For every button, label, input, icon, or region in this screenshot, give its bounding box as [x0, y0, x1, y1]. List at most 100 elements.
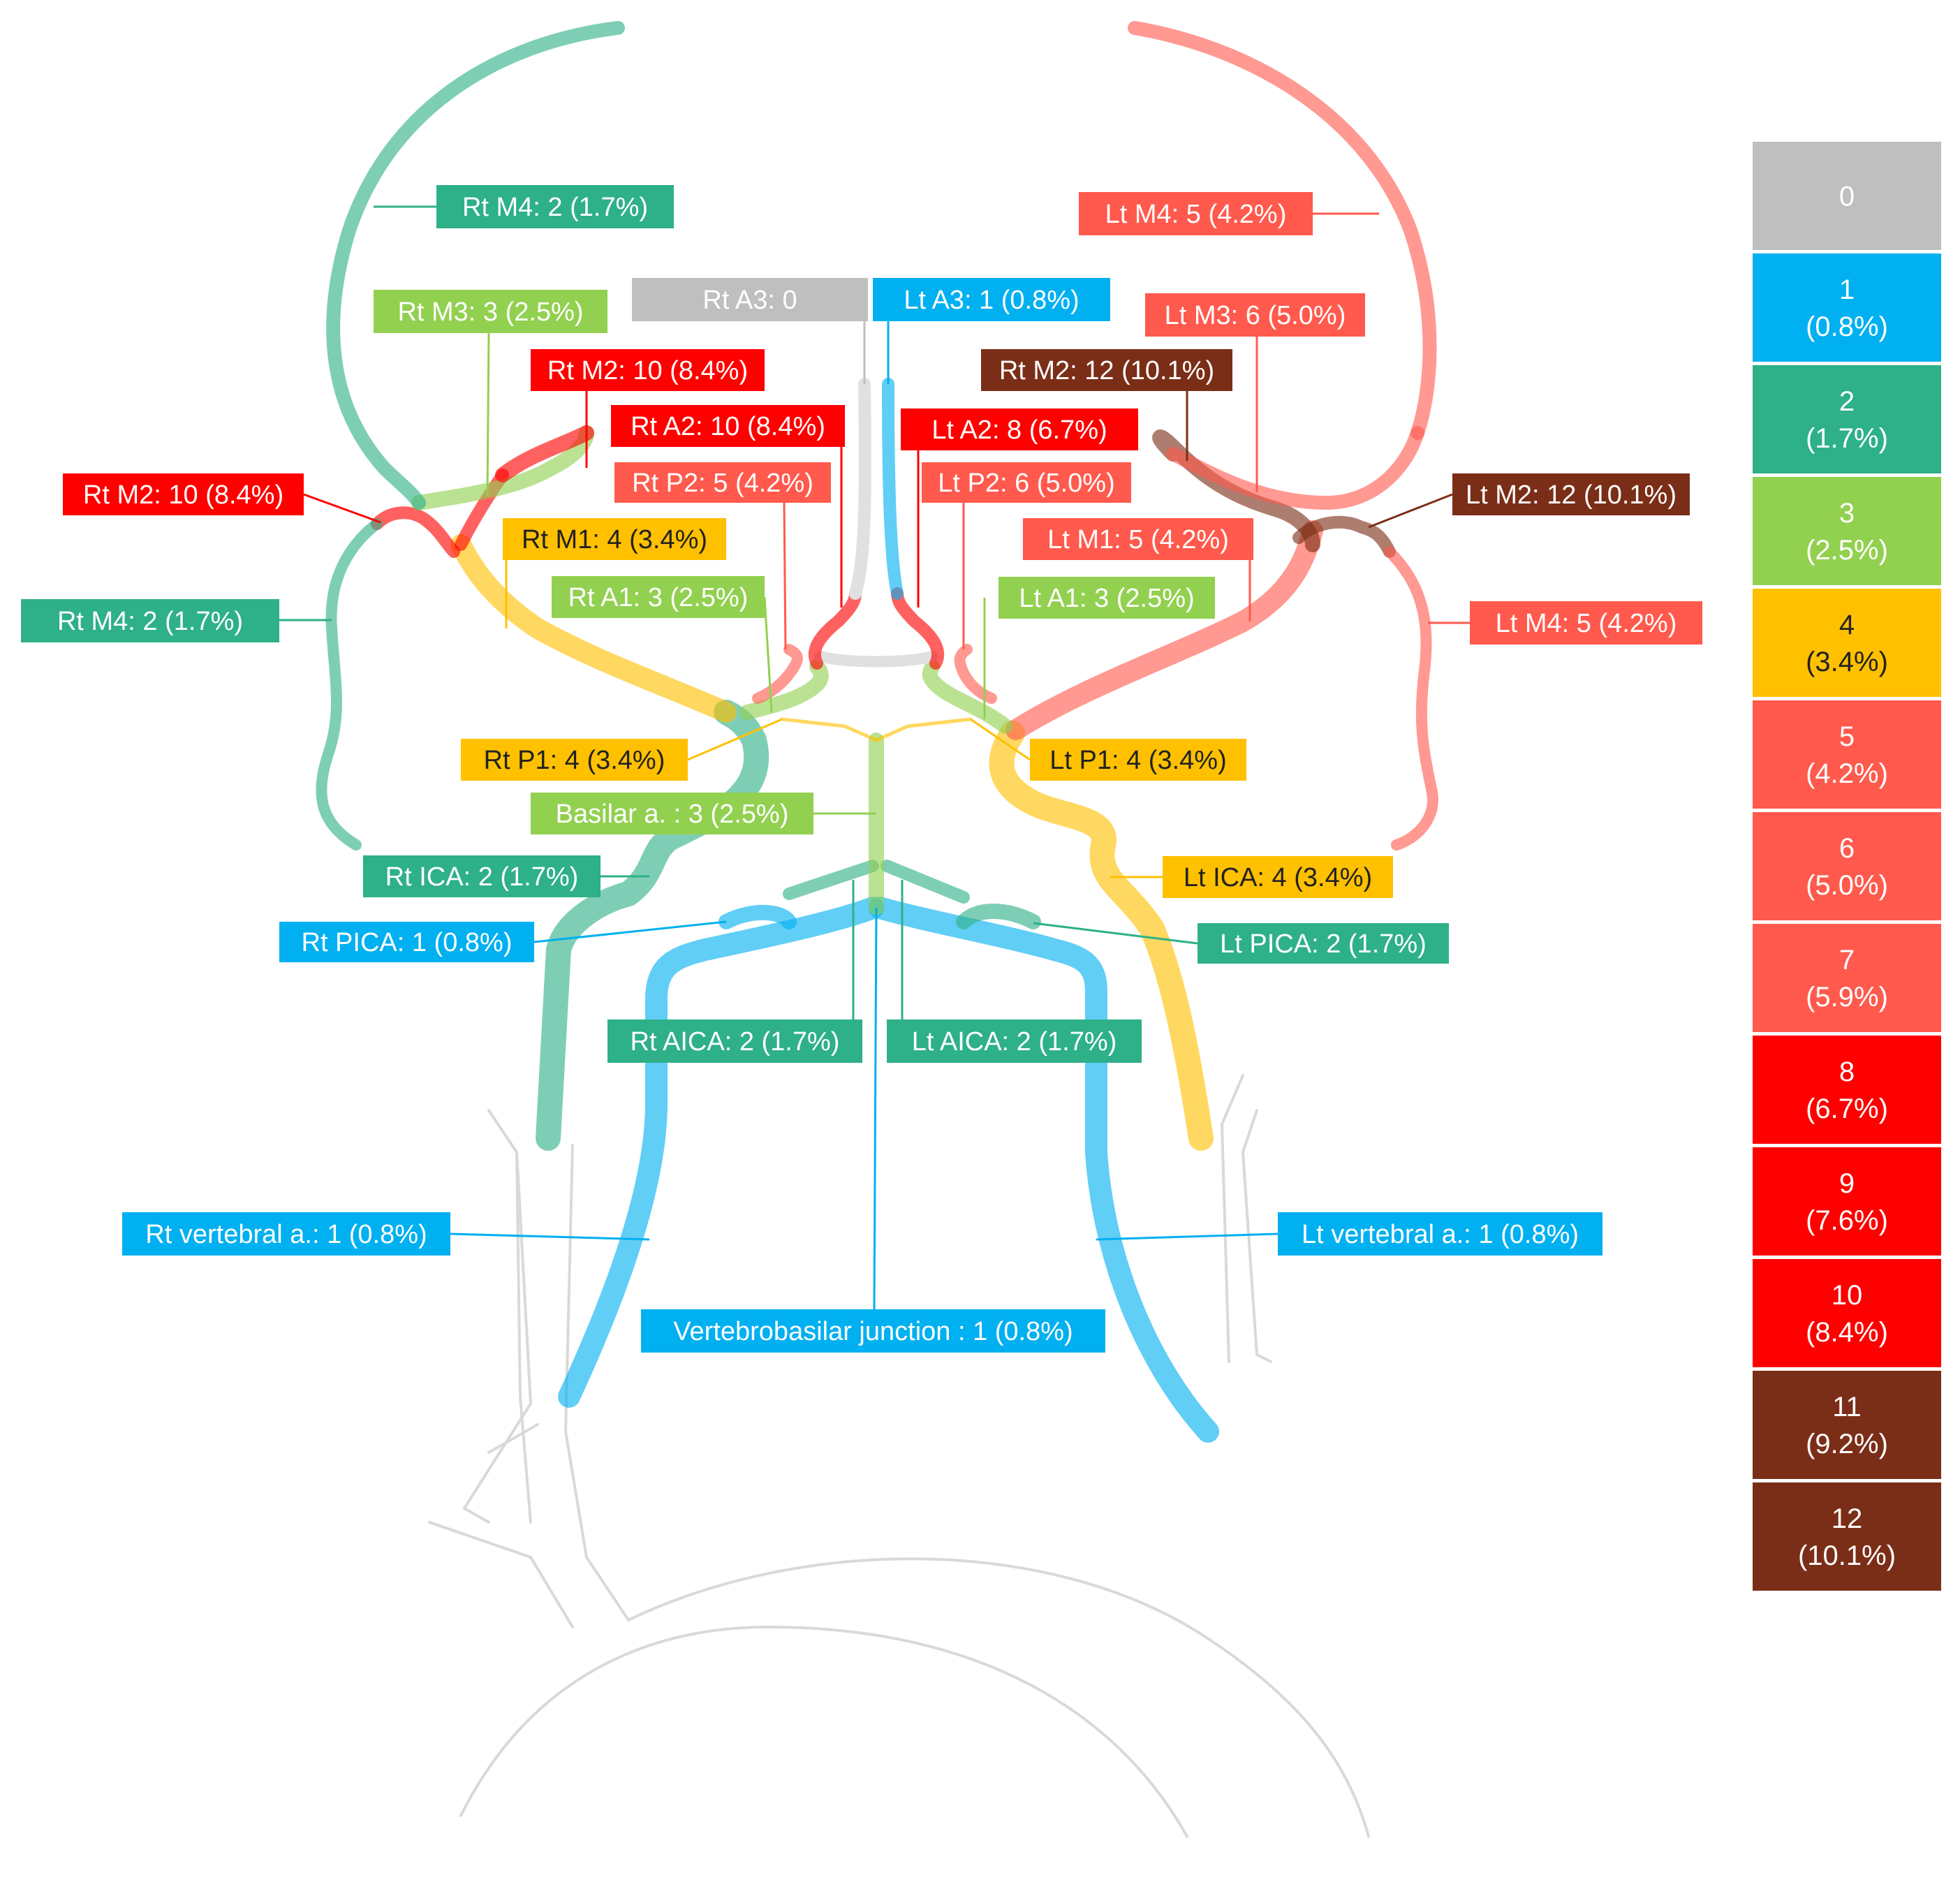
legend-swatch	[1753, 589, 1941, 697]
label-box	[611, 405, 845, 447]
legend-percent: (9.2%)	[1806, 1429, 1888, 1459]
label-text: Vertebrobasilar junction : 1 (0.8%)	[673, 1317, 1073, 1346]
legend-swatch	[1753, 1147, 1941, 1256]
label-box	[1163, 856, 1393, 898]
legend-swatch	[1753, 142, 1941, 250]
label-box	[887, 1020, 1142, 1063]
leader-lt-m2-side	[1368, 493, 1453, 529]
label-box	[607, 1020, 862, 1063]
rt-a1-vessel	[739, 659, 829, 720]
label-box	[632, 278, 868, 321]
legend-percent: (10.1%)	[1798, 1540, 1896, 1571]
legend-swatch	[1753, 924, 1941, 1032]
label-box	[999, 577, 1215, 619]
legend-count: 10	[1832, 1280, 1863, 1311]
legend-item: 11(9.2%)	[1753, 1371, 1941, 1479]
lt-m2-side-vessel	[1292, 515, 1396, 558]
legend-item: 6(5.0%)	[1753, 812, 1941, 920]
label-text: Lt AICA: 2 (1.7%)	[912, 1027, 1117, 1057]
label-text: Lt M1: 5 (4.2%)	[1047, 525, 1229, 554]
label-lt-aica: Lt AICA: 2 (1.7%)	[887, 1020, 1142, 1063]
leader-rt-a1	[763, 596, 773, 713]
label-text: Rt P2: 5 (4.2%)	[632, 469, 813, 498]
acom-vessel	[815, 651, 938, 668]
lt-p1-vessel	[874, 717, 973, 742]
label-lt-ica: Lt ICA: 4 (3.4%)	[1163, 856, 1393, 898]
legend-swatch	[1753, 1036, 1941, 1144]
leader-rt-p2	[783, 502, 787, 650]
label-text: Lt P2: 6 (5.0%)	[938, 469, 1114, 498]
label-text: Lt M2: 12 (10.1%)	[1466, 480, 1677, 510]
label-box	[922, 462, 1131, 503]
label-rt-a3: Rt A3: 0	[632, 278, 868, 321]
label-rt-m4-top: Rt M4: 2 (1.7%)	[436, 185, 674, 228]
legend-count: 9	[1839, 1168, 1855, 1199]
label-text: Rt M2: 10 (8.4%)	[83, 480, 283, 510]
lower-arc	[459, 1626, 1188, 1838]
label-lt-a3: Lt A3: 1 (0.8%)	[873, 278, 1110, 321]
legend-percent: (7.6%)	[1806, 1205, 1888, 1236]
rt-m3-vessel	[411, 425, 594, 510]
label-rt-a2: Rt A2: 10 (8.4%)	[611, 405, 845, 447]
right-neck-outline	[463, 1109, 630, 1621]
leader-vb-junction	[873, 907, 878, 1310]
label-rt-m4-side: Rt M4: 2 (1.7%)	[21, 599, 279, 642]
legend-count: 3	[1839, 498, 1855, 529]
label-text: Rt A1: 3 (2.5%)	[568, 583, 749, 612]
label-rt-pica: Rt PICA: 1 (0.8%)	[279, 922, 534, 962]
label-box	[1278, 1212, 1602, 1256]
label-box	[614, 462, 831, 503]
label-box	[873, 278, 1110, 321]
leader-lt-vertebral	[1096, 1232, 1279, 1241]
rt-ica-vessel	[536, 700, 769, 1151]
label-lt-a2: Lt A2: 8 (6.7%)	[901, 408, 1138, 450]
rt-m2-side-vessel	[371, 506, 460, 558]
label-box	[552, 576, 765, 618]
color-legend: 01(0.8%)2(1.7%)3(2.5%)4(3.4%)5(4.2%)6(5.…	[1753, 142, 1941, 1591]
label-lt-p2: Lt P2: 6 (5.0%)	[922, 462, 1131, 503]
label-basilar: Basilar a. : 3 (2.5%)	[531, 793, 813, 834]
leader-lines	[279, 205, 1470, 1310]
legend-count: 0	[1839, 182, 1855, 212]
label-text: Rt ICA: 2 (1.7%)	[385, 862, 579, 892]
label-box	[901, 408, 1138, 450]
label-lt-m1: Lt M1: 5 (4.2%)	[1023, 518, 1253, 560]
legend-item: 0	[1753, 142, 1941, 250]
legend-count: 2	[1839, 386, 1855, 417]
label-text: Rt M3: 3 (2.5%)	[397, 297, 583, 327]
lt-m1-vessel	[1005, 520, 1323, 740]
legend-item: 4(3.4%)	[1753, 589, 1941, 697]
legend-swatch	[1753, 1371, 1941, 1479]
label-rt-vertebral: Rt vertebral a.: 1 (0.8%)	[122, 1212, 450, 1256]
label-text: Rt M2: 10 (8.4%)	[547, 356, 748, 385]
label-text: Lt P1: 4 (3.4%)	[1049, 746, 1226, 775]
rt-vertebral-vessel	[558, 897, 884, 1408]
legend-percent: (4.2%)	[1806, 758, 1888, 789]
label-text: Rt A2: 10 (8.4%)	[631, 412, 825, 441]
label-box	[461, 739, 688, 781]
lt-a2-vessel	[891, 587, 945, 670]
label-box	[63, 473, 304, 515]
legend-swatch	[1753, 477, 1941, 585]
label-rt-aica: Rt AICA: 2 (1.7%)	[607, 1020, 862, 1063]
rt-p1-vessel	[780, 717, 878, 742]
label-lt-m2-side: Lt M2: 12 (10.1%)	[1452, 473, 1690, 515]
legend-percent: (2.5%)	[1806, 535, 1888, 566]
label-text: Rt M4: 2 (1.7%)	[462, 193, 648, 222]
rt-a2-vessel	[808, 587, 862, 670]
label-text: Rt A3: 0	[702, 286, 797, 315]
legend-swatch	[1753, 253, 1941, 362]
label-box	[1023, 518, 1253, 560]
label-box	[1145, 293, 1365, 337]
legend-swatch	[1753, 1259, 1941, 1367]
label-text: Lt A2: 8 (6.7%)	[931, 415, 1107, 445]
legend-item: 2(1.7%)	[1753, 365, 1941, 473]
legend-percent: (5.9%)	[1806, 982, 1888, 1013]
vessels	[316, 21, 1438, 1443]
legend-count: 6	[1839, 833, 1855, 864]
leader-lt-pica	[1033, 922, 1198, 945]
label-box	[279, 922, 534, 962]
lt-vertebral-vessel	[869, 897, 1219, 1443]
label-vb-junction: Vertebrobasilar junction : 1 (0.8%)	[641, 1309, 1105, 1353]
